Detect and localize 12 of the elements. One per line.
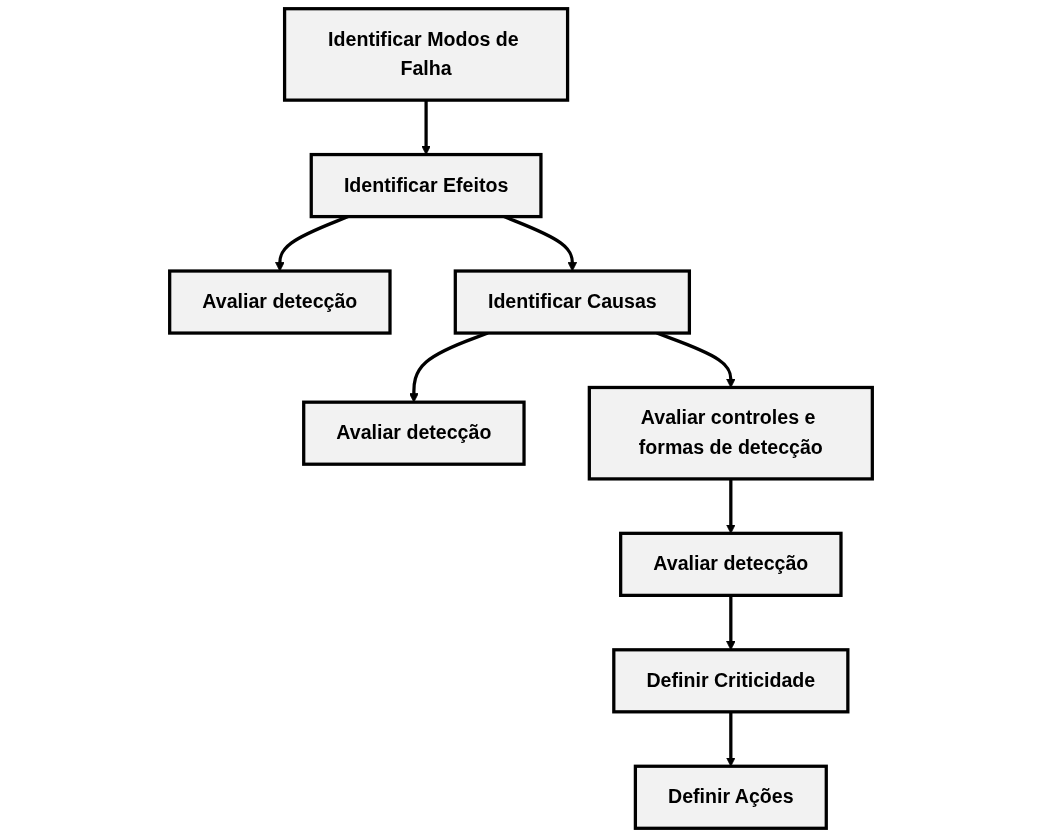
node-box: Avaliar controles e formas de detecção <box>587 385 874 481</box>
node-box: Identificar Efeitos <box>309 152 543 219</box>
arrow <box>726 711 736 767</box>
node-box: Identificar Causas <box>453 269 691 335</box>
node-box: Avaliar detecção <box>619 531 843 597</box>
node-box: Avaliar detecção <box>168 269 392 335</box>
node-box: Identificar Modos de Falha <box>282 7 570 102</box>
node-box: Avaliar detecção <box>302 400 526 466</box>
node-box: Definir Ações <box>633 764 828 830</box>
node-box: Definir Criticidade <box>612 648 850 714</box>
arrow <box>421 100 431 155</box>
arrow <box>726 478 736 534</box>
